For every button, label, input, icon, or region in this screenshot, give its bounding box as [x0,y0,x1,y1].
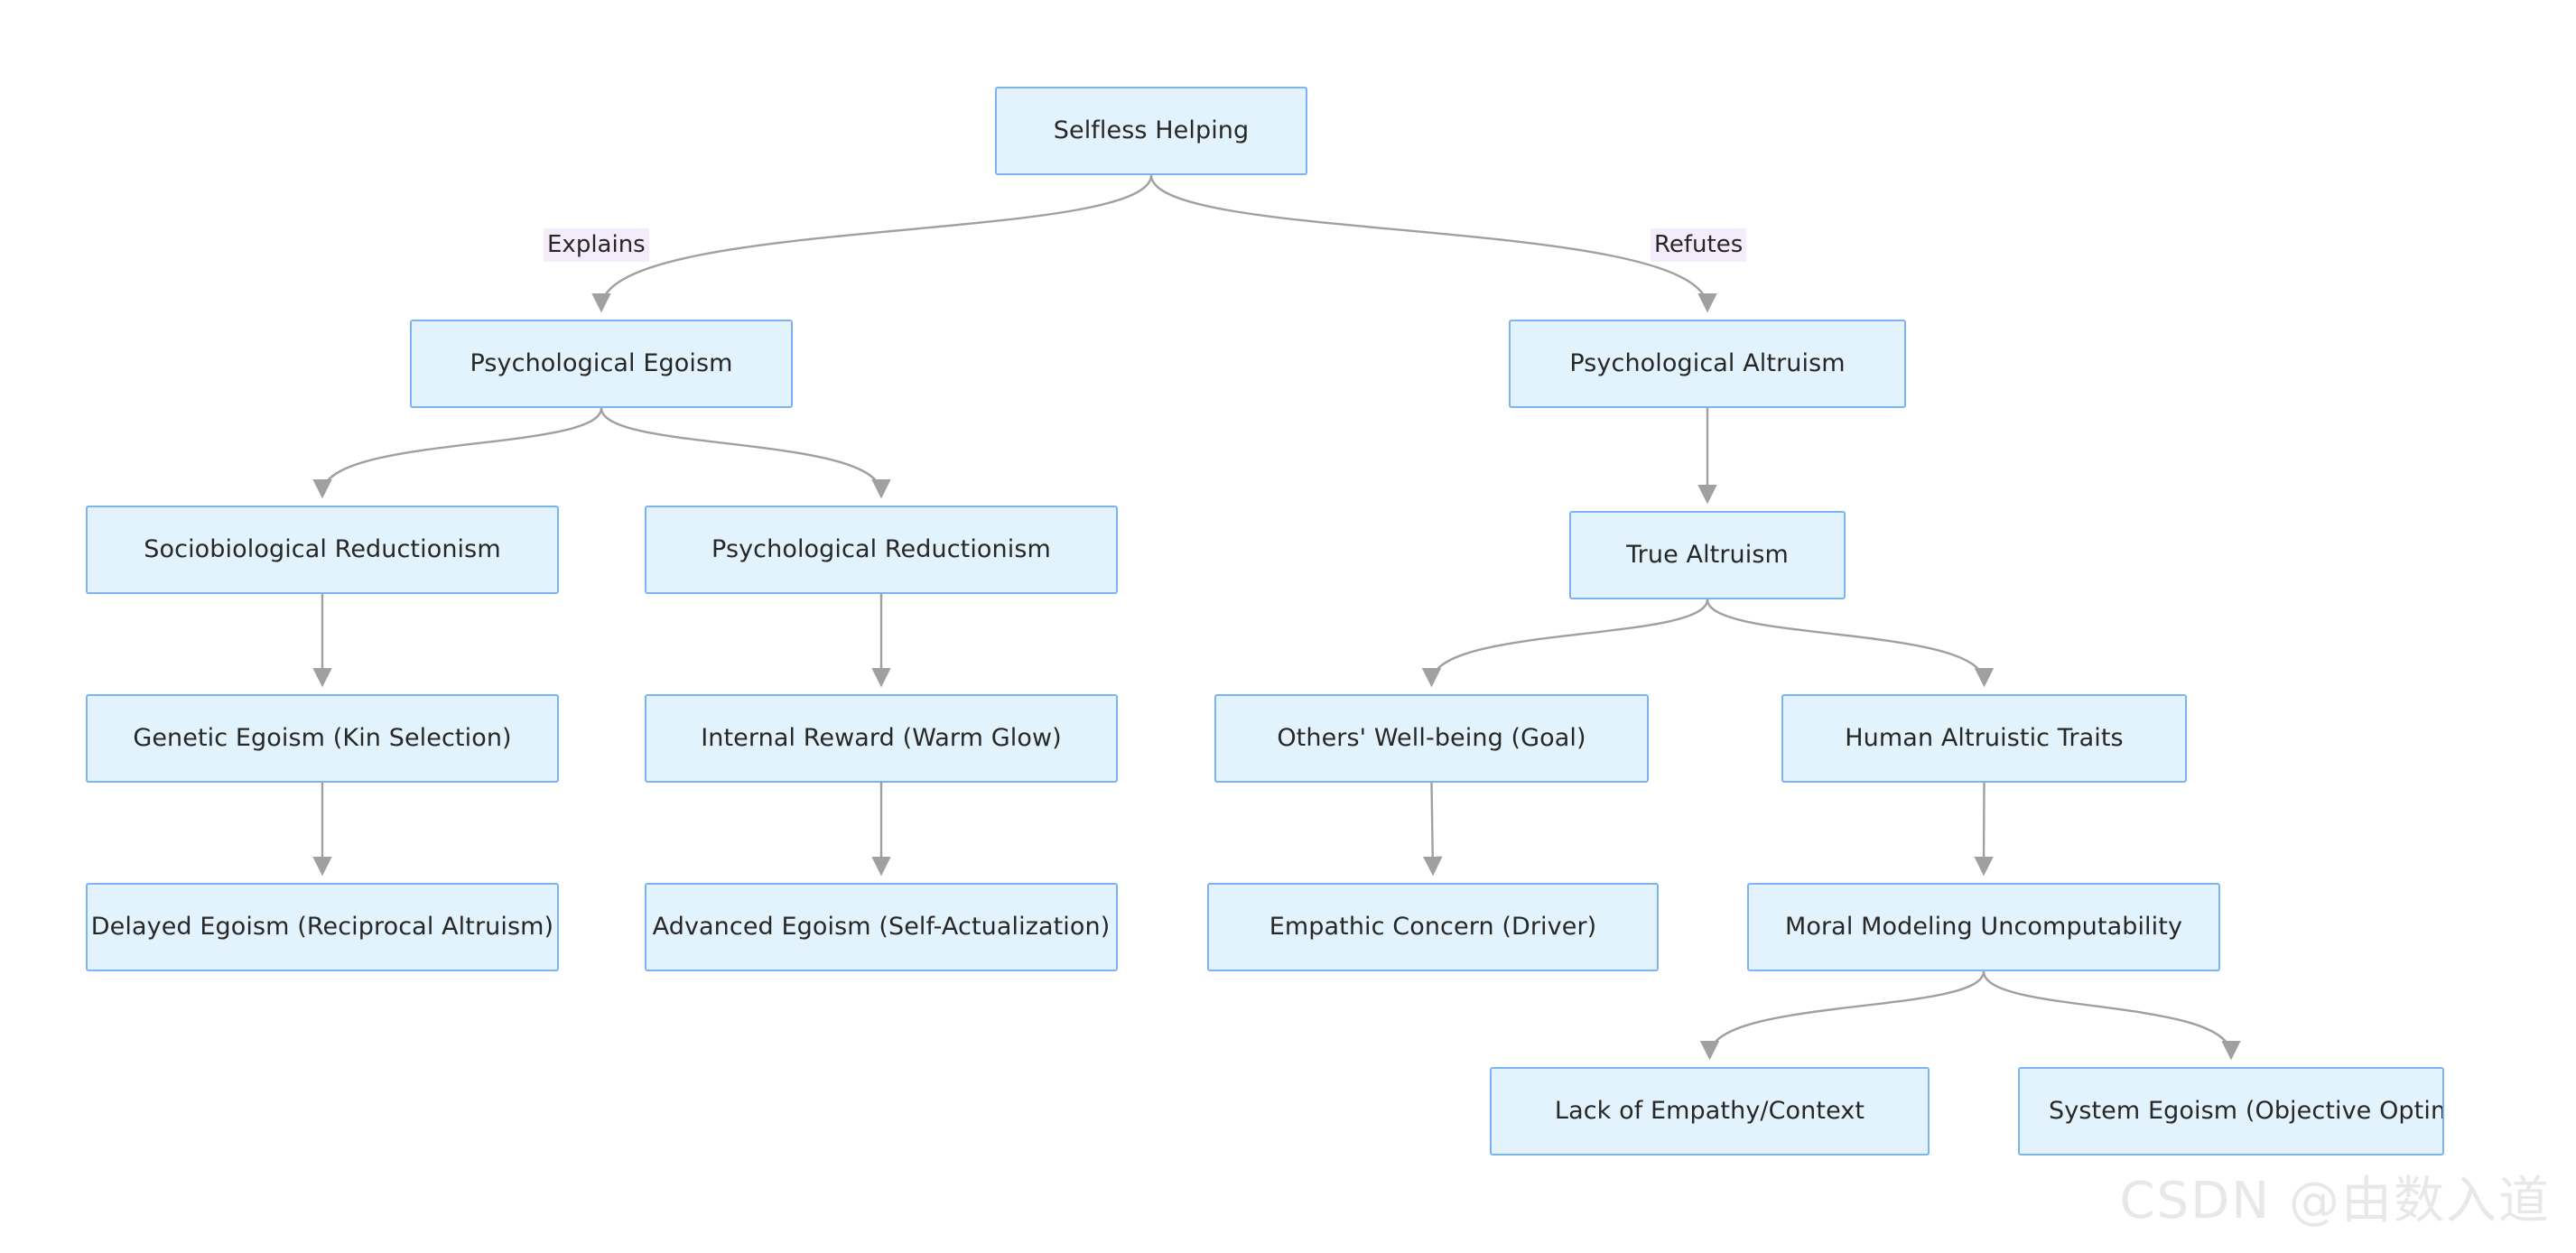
node-label: True Altruism [1626,540,1789,569]
node-label: Psychological Reductionism [711,534,1051,563]
node-label: Selfless Helping [1053,116,1250,144]
node-label: Others' Well-being (Goal) [1277,723,1586,752]
node-label: Internal Reward (Warm Glow) [701,723,1062,752]
node-psychological_red[interactable]: Psychological Reductionism [645,506,1118,594]
node-human_altruistic_traits[interactable]: Human Altruistic Traits [1781,694,2187,783]
node-empathic_concern[interactable]: Empathic Concern (Driver) [1207,883,1659,971]
node-label: Psychological Egoism [470,348,733,377]
node-label: Sociobiological Reductionism [144,534,501,563]
node-label: Psychological Altruism [1569,348,1846,377]
node-psychological_egoism[interactable]: Psychological Egoism [410,320,793,408]
edge-true_altruism-to-human_altruistic_traits [1706,599,1995,688]
node-lack_of_empathy[interactable]: Lack of Empathy/Context [1490,1067,1930,1156]
edge-moral_modeling-to-system_egoism [1982,970,2241,1061]
edge-psychological_egoism-to-psychological_red [600,407,891,499]
node-moral_modeling[interactable]: Moral Modeling Uncomputability [1747,883,2220,971]
edge-label-refutes: Refutes [1651,228,1747,262]
edge-label-explains: Explains [544,228,649,262]
node-label: System Egoism (Objective Optimization) [2049,1096,2442,1125]
node-label: Empathic Concern (Driver) [1269,912,1597,941]
edge-selfless_helping-to-psychological_altruism [1149,174,1717,313]
edge-moral_modeling-to-lack_of_empathy [1699,970,1985,1061]
csdn-watermark: CSDN @由数入道 [2119,1172,2551,1230]
node-label: Moral Modeling Uncomputability [1784,912,2183,941]
node-delayed_egoism[interactable]: Delayed Egoism (Reciprocal Altruism) [86,883,559,971]
node-label: Delayed Egoism (Reciprocal Altruism) [90,912,554,941]
node-internal_reward[interactable]: Internal Reward (Warm Glow) [645,694,1118,783]
node-others_wellbeing[interactable]: Others' Well-being (Goal) [1214,694,1649,783]
node-label: Lack of Empathy/Context [1554,1096,1865,1125]
edge-true_altruism-to-others_wellbeing [1421,599,1709,688]
node-label: Genetic Egoism (Kin Selection) [133,723,512,752]
edge-selfless_helping-to-psychological_egoism [591,174,1153,313]
node-true_altruism[interactable]: True Altruism [1569,511,1846,599]
node-label: Human Altruistic Traits [1845,723,2124,752]
edge-psychological_egoism-to-sociobiological_red [312,407,603,499]
node-advanced_egoism[interactable]: Advanced Egoism (Self-Actualization) [645,883,1118,971]
node-genetic_egoism[interactable]: Genetic Egoism (Kin Selection) [86,694,559,783]
node-label: Advanced Egoism (Self-Actualization) [652,912,1111,941]
node-selfless_helping[interactable]: Selfless Helping [995,87,1307,175]
edge-others_wellbeing-to-empathic_concern [1422,782,1443,877]
node-psychological_altruism[interactable]: Psychological Altruism [1509,320,1906,408]
node-system_egoism[interactable]: System Egoism (Objective Optimization) [2018,1067,2444,1156]
edge-human_altruistic_traits-to-moral_modeling [1974,782,1994,877]
node-sociobiological_red[interactable]: Sociobiological Reductionism [86,506,559,594]
